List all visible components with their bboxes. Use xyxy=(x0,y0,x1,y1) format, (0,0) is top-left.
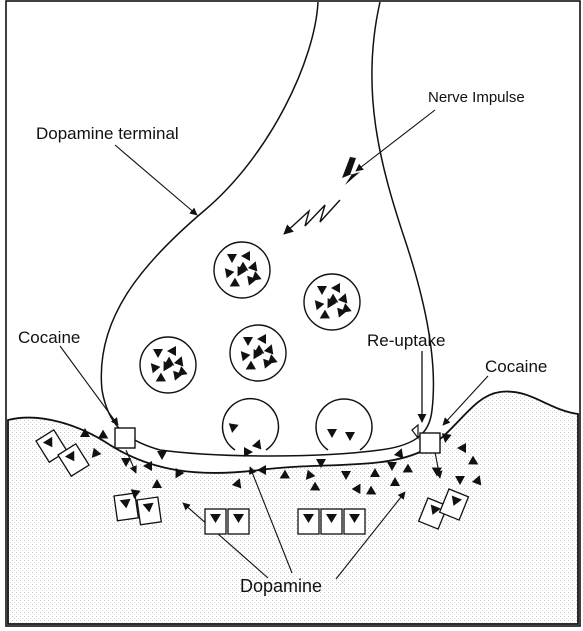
cocaine-molecule xyxy=(115,428,135,448)
dopamine-receptor xyxy=(137,497,161,525)
dopamine-terminal-pointer xyxy=(115,145,197,215)
dopamine-receptor xyxy=(321,509,342,534)
cocaine-right-label: Cocaine xyxy=(485,358,547,375)
dopamine-receptor xyxy=(298,509,319,534)
docking-vesicle-right xyxy=(316,399,372,450)
cocaine-molecule xyxy=(420,433,440,453)
cocaine-left-label: Cocaine xyxy=(18,329,80,346)
dopamine-particle xyxy=(157,451,167,460)
dopamine-terminal-label: Dopamine terminal xyxy=(36,125,179,142)
dopamine-receptor xyxy=(205,509,226,534)
dopamine-receptor xyxy=(344,509,365,534)
nerve-impulse-label: Nerve Impulse xyxy=(428,90,525,105)
dopamine-label: Dopamine xyxy=(240,577,322,595)
dopamine-receptor xyxy=(228,509,249,534)
re-uptake-label: Re-uptake xyxy=(367,332,445,349)
